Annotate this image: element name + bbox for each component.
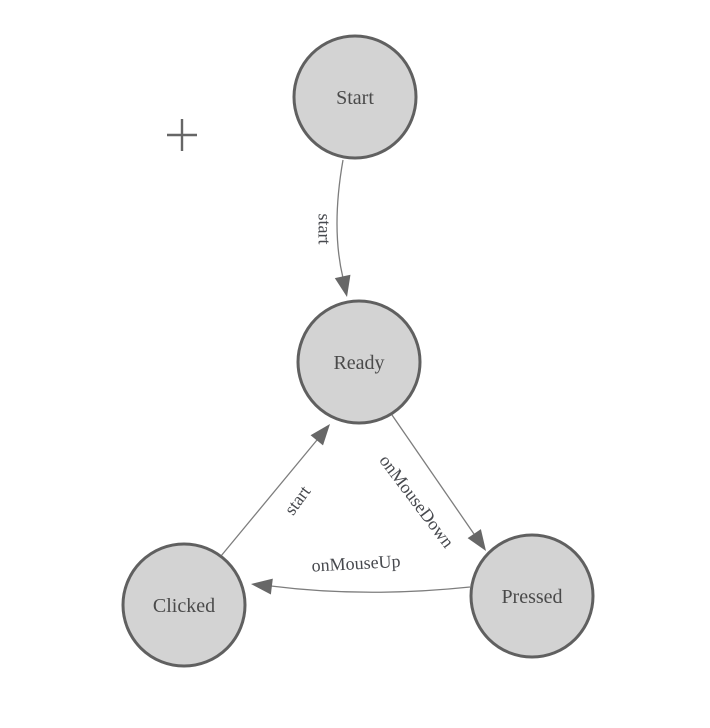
arrowhead-icon — [467, 529, 486, 551]
node-pressed-label: Pressed — [501, 586, 562, 608]
edge-ready-to-pressed: onMouseDown — [375, 414, 486, 552]
node-start-circle[interactable] — [292, 34, 418, 160]
edge-label-ready-to-pressed: onMouseDown — [375, 451, 458, 552]
edge-clicked-to-ready: start — [220, 424, 330, 557]
node-clicked-label: Clicked — [153, 595, 215, 617]
edge-label-start-to-ready: start — [315, 214, 335, 245]
node-clicked[interactable]: Clicked — [121, 542, 247, 668]
node-ready-label: Ready — [333, 352, 384, 374]
edge-clicked-to-ready-path[interactable] — [220, 439, 318, 557]
arrowhead-icon — [334, 274, 351, 297]
node-ready-circle[interactable] — [296, 299, 422, 425]
arrowhead-icon — [310, 424, 330, 446]
node-ready[interactable]: Ready — [296, 299, 422, 425]
node-clicked-circle[interactable] — [121, 542, 247, 668]
node-start[interactable]: Start — [292, 34, 418, 160]
node-pressed-circle[interactable] — [469, 533, 595, 659]
crosshair-cursor-icon — [167, 119, 197, 151]
arrowhead-icon — [251, 578, 273, 595]
edge-pressed-to-clicked: onMouseUp — [251, 551, 471, 595]
edge-start-to-ready-path[interactable] — [336, 159, 344, 279]
edge-label-pressed-to-clicked: onMouseUp — [311, 551, 401, 576]
edge-ready-to-pressed-path[interactable] — [391, 414, 475, 535]
edge-label-clicked-to-ready: start — [280, 482, 314, 519]
edge-pressed-to-clicked-path[interactable] — [270, 585, 471, 593]
node-start-label: Start — [336, 87, 374, 109]
node-pressed[interactable]: Pressed — [469, 533, 595, 659]
edge-start-to-ready: start — [315, 159, 351, 297]
